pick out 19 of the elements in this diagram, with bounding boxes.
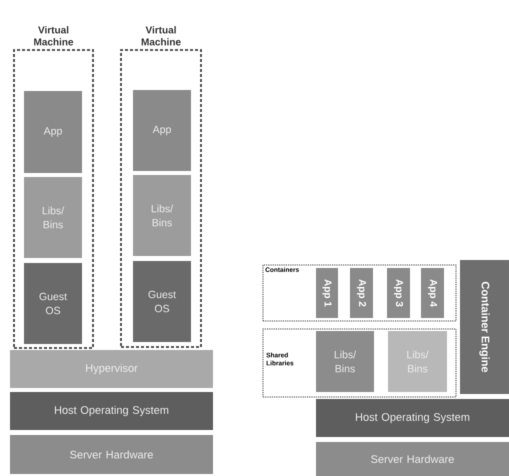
stack-block: Guest OS (24, 262, 82, 344)
vertical-block: Container Engine (460, 260, 509, 394)
stack-block: Libs/ Bins (316, 331, 374, 392)
node-label: Virtual Machine (34, 26, 74, 46)
vertical-block: App 4 (421, 268, 444, 318)
stack-block: Guest OS (133, 260, 191, 342)
vertical-block: App 3 (387, 268, 410, 318)
vertical-block: App 2 (350, 268, 373, 318)
stack-block: Libs/ Bins (133, 175, 191, 256)
layer-bar: Host Operating System (10, 392, 213, 430)
stack-block: App (24, 91, 82, 173)
layer-bar: Server Hardware (10, 434, 213, 474)
layer-bar: Server Hardware (316, 442, 509, 476)
vertical-block: App 1 (316, 268, 338, 318)
layer-bar: Host Operating System (316, 398, 509, 437)
node-label: Virtual Machine (142, 26, 181, 46)
layer-bar: Hypervisor (10, 350, 213, 388)
stack-block: Libs/ Bins (24, 177, 82, 258)
stack-block: App (133, 90, 191, 171)
